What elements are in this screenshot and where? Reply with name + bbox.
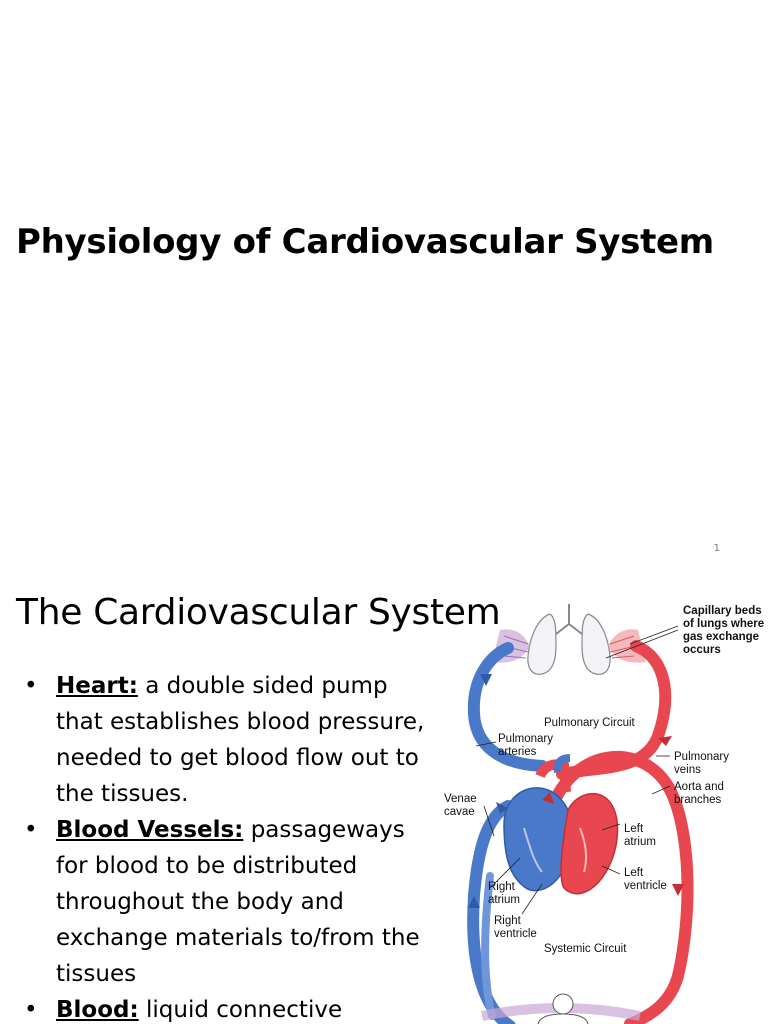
bullet-marker: • bbox=[24, 817, 38, 843]
label-capillary-beds: Capillary beds of lungs where gas exchan… bbox=[683, 605, 767, 656]
bullet-blood: • Blood: liquid connective bbox=[22, 992, 432, 1024]
aorta-path bbox=[548, 751, 694, 1024]
label-pulmonary-circuit: Pulmonary Circuit bbox=[544, 717, 636, 729]
bullet-marker: • bbox=[24, 997, 38, 1023]
bullet-term: Blood Vessels: bbox=[56, 817, 244, 843]
label-left-atrium: Left atrium bbox=[624, 823, 656, 848]
label-systemic-circuit: Systemic Circuit bbox=[544, 943, 627, 955]
bullet-heart: • Heart: a double sided pump that establi… bbox=[22, 668, 432, 812]
lungs-icon bbox=[527, 604, 611, 675]
pulmonary-artery-path bbox=[467, 642, 548, 772]
label-right-ventricle: Right ventricle bbox=[494, 915, 537, 940]
slide-heading: The Cardiovascular System bbox=[16, 592, 501, 633]
pulmonary-vein-path bbox=[556, 640, 672, 780]
page-number: 1 bbox=[713, 543, 720, 554]
bullet-text: passageways for blood to be distributed … bbox=[56, 817, 420, 987]
bullet-text: liquid connective bbox=[138, 997, 343, 1023]
bullet-term: Blood: bbox=[56, 997, 139, 1023]
bullet-blood-vessels: • Blood Vessels: passageways for blood to… bbox=[22, 812, 432, 992]
capillary-beds-icon bbox=[492, 629, 646, 663]
slide-title: Physiology of Cardiovascular System bbox=[16, 222, 714, 262]
bullet-term: Heart: bbox=[56, 673, 138, 699]
label-pulmonary-arteries: Pulmonary arteries bbox=[498, 733, 556, 758]
label-venae-cavae: Venae cavae bbox=[444, 793, 480, 818]
label-pulmonary-veins: Pulmonary veins bbox=[674, 751, 732, 776]
label-right-atrium: Right atrium bbox=[488, 881, 520, 906]
bullet-list: • Heart: a double sided pump that establi… bbox=[22, 668, 432, 1024]
heart-icon bbox=[503, 754, 619, 895]
bullet-text: a double sided pump that establishes blo… bbox=[56, 673, 425, 807]
title-slide: Physiology of Cardiovascular System 1 bbox=[16, 222, 720, 554]
label-aorta: Aorta and branches bbox=[674, 781, 727, 806]
flow-arrows bbox=[542, 736, 684, 896]
label-left-ventricle: Left ventricle bbox=[624, 867, 667, 892]
human-figure-icon bbox=[537, 993, 589, 1024]
circulation-diagram: Capillary beds of lungs where gas exchan… bbox=[444, 604, 767, 1024]
bullet-marker: • bbox=[24, 673, 38, 699]
content-slide: The Cardiovascular System • Heart: a doub… bbox=[0, 566, 768, 1024]
